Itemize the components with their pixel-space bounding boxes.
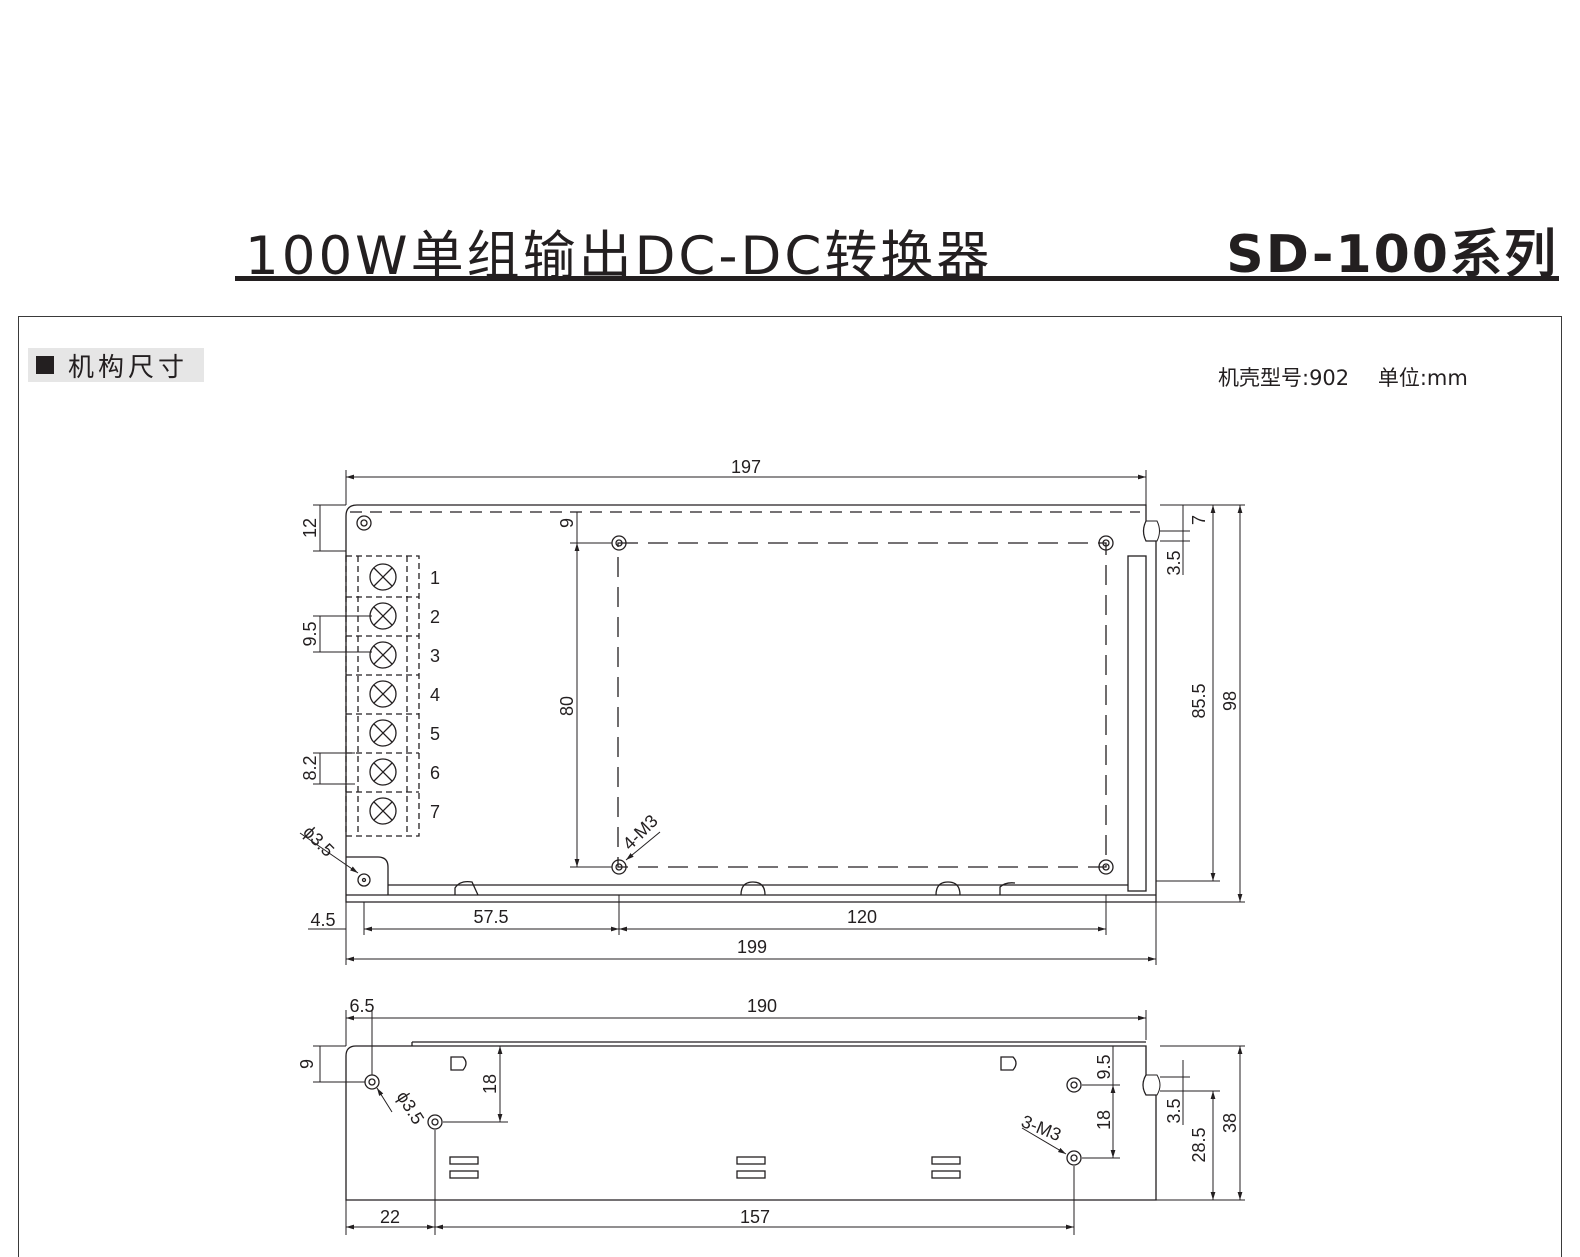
terminal-numbers: 1 2 3 4 5 6 7	[430, 568, 440, 822]
side-view	[313, 1010, 1245, 1235]
dim-tab-7: 7	[1189, 515, 1209, 525]
dim-tab-3-5: 3.5	[1164, 550, 1184, 575]
terminal-label: 4	[430, 685, 440, 705]
dim-mount-offset-top: 9	[557, 518, 577, 528]
dim-height-28-5: 28.5	[1189, 1127, 1209, 1162]
dim-left-22: 22	[380, 1207, 400, 1227]
section-title: 机构尺寸	[68, 352, 189, 383]
dim-width-190: 190	[747, 996, 777, 1016]
dim-overall-height: 98	[1220, 691, 1240, 711]
terminal-label: 3	[430, 646, 440, 666]
dim-height-38: 38	[1220, 1113, 1240, 1133]
top-view	[299, 470, 1245, 965]
terminal-label: 6	[430, 763, 440, 783]
dim-mount-height: 80	[557, 696, 577, 716]
section-tag: 机构尺寸	[28, 348, 204, 383]
dim-terminal-pitch: 9.5	[300, 621, 320, 646]
dim-height-85-5: 85.5	[1189, 683, 1209, 718]
drawing-frame	[18, 316, 1562, 1257]
terminal-label: 7	[430, 802, 440, 822]
dim-right-9-5: 9.5	[1094, 1054, 1114, 1079]
dim-right-18: 18	[1094, 1110, 1114, 1130]
dim-overall-width: 197	[731, 457, 761, 477]
dim-left-6-5: 6.5	[349, 996, 374, 1016]
dim-top-hole-offset: 12	[300, 518, 320, 538]
square-bullet-icon	[36, 356, 54, 374]
case-info: 机壳型号:902 单位:mm	[1218, 362, 1490, 392]
dim-depth-18: 18	[480, 1074, 500, 1094]
terminal-label: 1	[430, 568, 440, 588]
dim-thread-3-m3: 3-M3	[1019, 1111, 1065, 1145]
dim-side-hole-dia: ϕ3.5	[393, 1088, 429, 1128]
dim-span-57-5: 57.5	[473, 907, 508, 927]
case-model: 机壳型号:902	[1218, 366, 1350, 390]
dim-left-4-5: 4.5	[310, 910, 335, 930]
dim-terminal-width: 8.2	[300, 755, 320, 780]
series-label: SD-100系列	[1226, 225, 1558, 285]
header-rule	[235, 276, 1559, 281]
dim-height-9: 9	[297, 1059, 317, 1069]
dim-span-157: 157	[740, 1207, 770, 1227]
terminal-label: 5	[430, 724, 440, 744]
dim-side-tab-3-5: 3.5	[1164, 1098, 1184, 1123]
dim-span-120: 120	[847, 907, 877, 927]
unit-label: 单位:mm	[1377, 366, 1468, 390]
dim-base-199: 199	[737, 937, 767, 957]
dim-thread-4-m3: 4-M3	[619, 811, 662, 854]
terminal-label: 2	[430, 607, 440, 627]
